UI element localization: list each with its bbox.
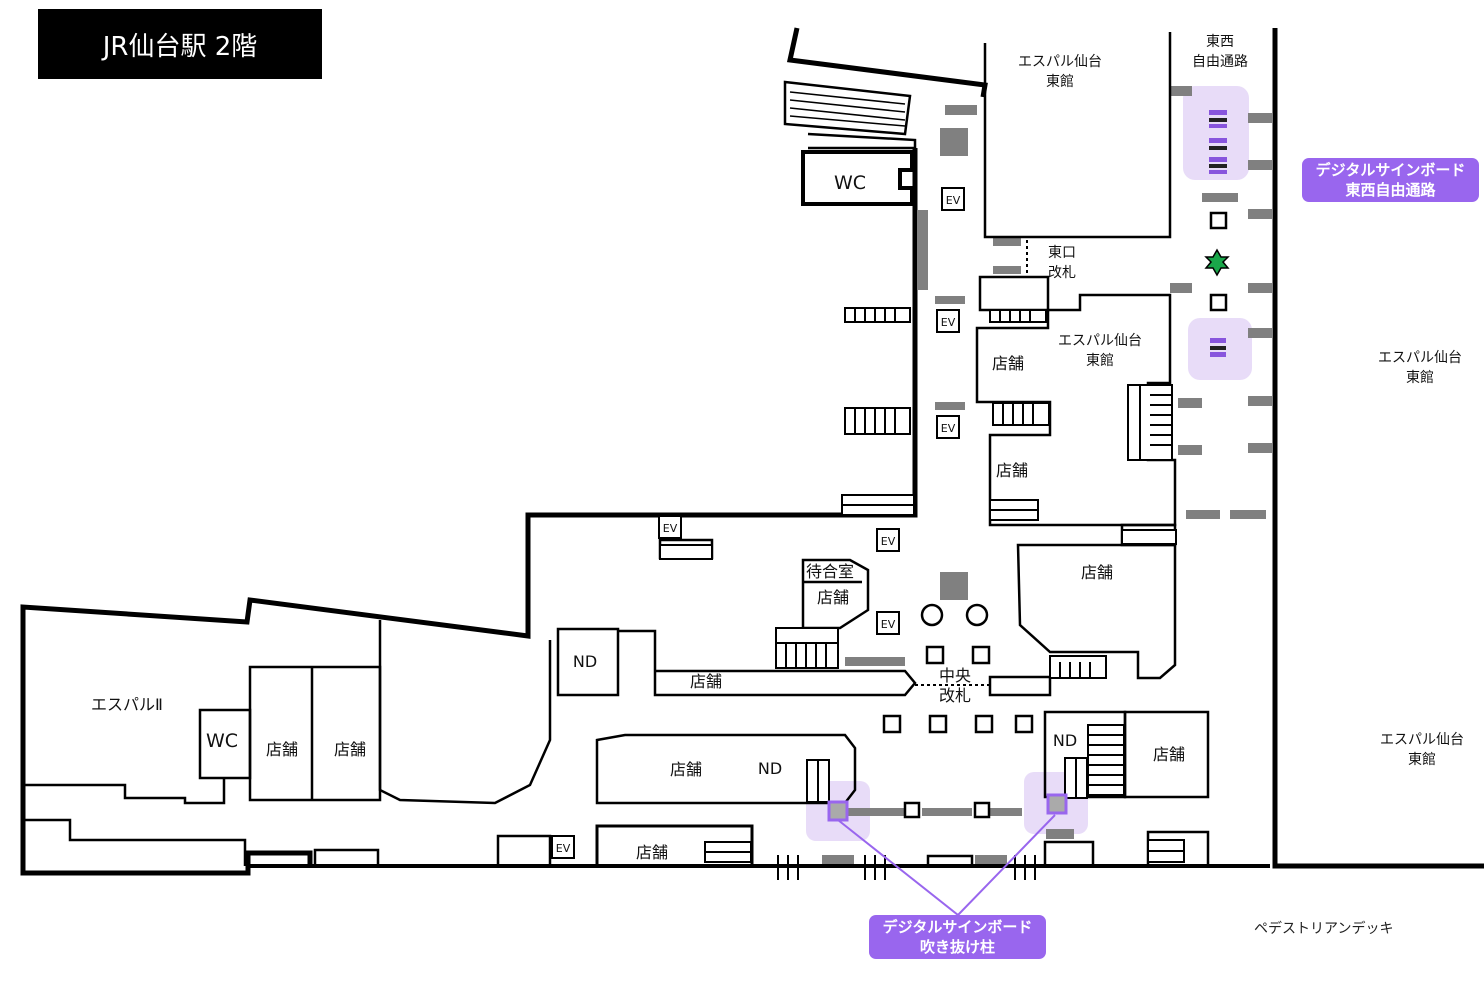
shop-label: 店舗 — [1153, 745, 1185, 764]
sign-callout-passage: デジタルサインボード 東西自由通路 — [1302, 158, 1479, 202]
page-title: JR仙台駅 2階 — [38, 9, 322, 79]
floor-markers — [822, 86, 1272, 865]
elevators: EV EV EV EV EV EV EV — [551, 187, 965, 859]
wc-label: WC — [834, 172, 866, 194]
pillars — [882, 211, 1228, 819]
shop-label: 店舗 — [266, 740, 298, 759]
wc-label: WC — [206, 730, 238, 752]
shop-label: 店舗 — [690, 672, 722, 691]
staircases — [659, 307, 1185, 863]
shop-label: 店舗 — [996, 461, 1028, 480]
callout-line2: 東西自由通路 — [1345, 181, 1436, 199]
ev-label: EV — [663, 522, 678, 535]
nd-label: ND — [758, 759, 782, 778]
espal2-label: エスパルⅡ — [91, 695, 163, 714]
passage-label-line2: 自由通路 — [1192, 54, 1248, 70]
central-gate-label-line2: 改札 — [939, 686, 971, 705]
ev-box: EV — [936, 415, 960, 439]
shop-label: 店舗 — [817, 588, 849, 607]
floor-walls — [20, 27, 1484, 876]
shop-label: 店舗 — [636, 843, 668, 862]
east-gate-label-line1: 東口 — [1048, 245, 1076, 261]
shop-label: 店舗 — [670, 760, 702, 779]
ev-label: EV — [941, 422, 956, 435]
espal-east-label-line2: 東館 — [1046, 73, 1074, 90]
sign-zone-passage-upper — [1183, 86, 1249, 180]
nd-label: ND — [573, 652, 597, 671]
callout-line2: 吹き抜け柱 — [919, 938, 995, 956]
shop-label: 店舗 — [1081, 563, 1113, 582]
pedestrian-deck-label: ペデストリアンデッキ — [1254, 921, 1394, 937]
ev-label: EV — [556, 842, 571, 855]
ev-box: EV — [658, 515, 682, 539]
nd-label: ND — [1053, 731, 1077, 750]
ev-label: EV — [946, 194, 961, 207]
callout-line1: デジタルサインボード — [1315, 161, 1466, 179]
ev-box: EV — [551, 835, 575, 859]
ev-box: EV — [876, 528, 900, 552]
shop-label: 店舗 — [334, 740, 366, 759]
ev-label: EV — [881, 618, 896, 631]
ev-label: EV — [941, 316, 956, 329]
espal-east-right2-line2: 東館 — [1408, 751, 1436, 768]
espal-east-label-line1: エスパル仙台 — [1018, 54, 1102, 70]
gate-lines — [777, 240, 1036, 880]
espal-east-mid-line1: エスパル仙台 — [1058, 333, 1142, 349]
waiting-room-label: 待合室 — [806, 562, 854, 581]
map-labels: エスパル仙台 東館 東西 自由通路 東口 改札 エスパル仙台 東館 エスパル仙台… — [91, 34, 1464, 862]
current-location-icon — [1204, 248, 1230, 277]
espal-east-mid-line2: 東館 — [1086, 352, 1114, 369]
espal-east-right1-line1: エスパル仙台 — [1378, 350, 1462, 366]
espal-east-right1-line2: 東館 — [1406, 369, 1434, 386]
espal-east-right2-line1: エスパル仙台 — [1380, 732, 1464, 748]
passage-label-line1: 東西 — [1206, 34, 1234, 50]
ev-box: EV — [936, 309, 960, 333]
central-gate-label-line1: 中央 — [939, 666, 971, 685]
ev-box: EV — [941, 187, 965, 211]
callout-line1: デジタルサインボード — [882, 918, 1033, 936]
sign-callout-atrium: デジタルサインボード 吹き抜け柱 — [869, 915, 1046, 959]
ev-box: EV — [876, 611, 900, 635]
ev-label: EV — [881, 535, 896, 548]
east-gate-label-line2: 改札 — [1048, 265, 1076, 281]
shop-label: 店舗 — [992, 354, 1024, 373]
